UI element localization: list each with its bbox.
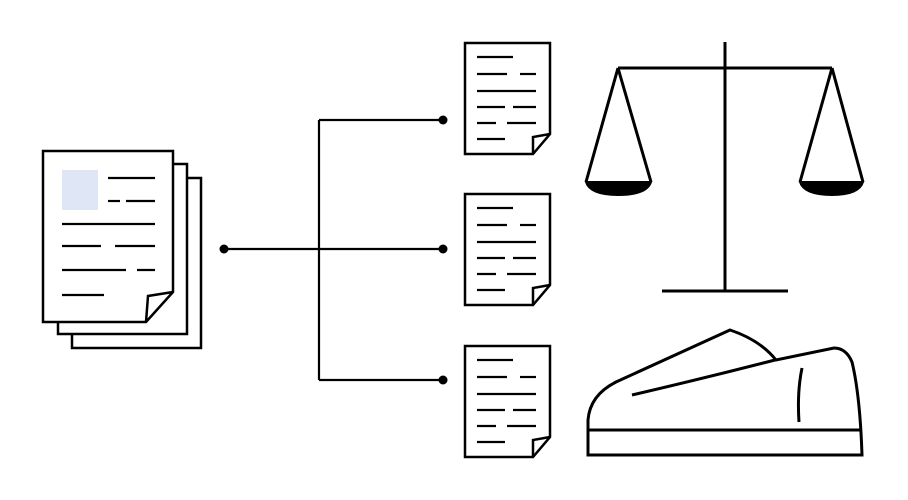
photo-placeholder — [62, 170, 98, 210]
text-document-icon — [463, 344, 552, 459]
shoe-icon — [586, 328, 864, 457]
balance-scale-icon — [584, 42, 865, 293]
branch-connector — [219, 115, 448, 385]
document-stack-icon — [41, 149, 203, 350]
text-document-icon — [463, 41, 552, 156]
text-document-icon — [463, 192, 552, 307]
